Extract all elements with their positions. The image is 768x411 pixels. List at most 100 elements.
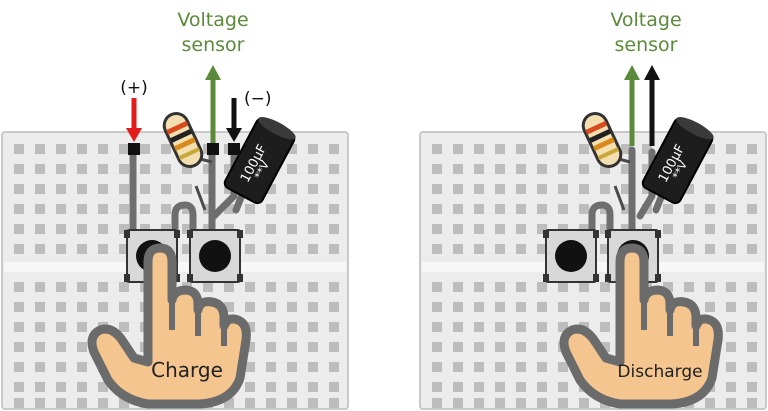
breadboard-hole [203,282,213,292]
breadboard-hole [98,144,108,154]
breadboard-hole [495,164,505,174]
breadboard-hole [453,224,463,234]
breadboard-hole [747,204,757,214]
breadboard-hole [77,362,87,372]
breadboard-hole [516,144,526,154]
plus-arrow [126,98,142,155]
breadboard-hole [600,184,610,194]
breadboard-hole [77,244,87,254]
breadboard-hole [453,398,463,408]
breadboard-hole [600,342,610,352]
breadboard-hole [432,282,442,292]
breadboard-hole [35,184,45,194]
breadboard-hole [663,282,673,292]
breadboard-hole [747,398,757,408]
breadboard-hole [98,164,108,174]
breadboard-hole [308,184,318,194]
breadboard-hole [474,144,484,154]
green-sensor-arrow [624,65,640,146]
breadboard-hole [98,302,108,312]
breadboard-hole [726,302,736,312]
breadboard-hole [495,362,505,372]
breadboard-hole [287,144,297,154]
breadboard-hole [621,184,631,194]
breadboard-hole [308,398,318,408]
breadboard-hole [266,302,276,312]
breadboard-hole [747,244,757,254]
breadboard-hole [56,224,66,234]
breadboard-hole [224,164,234,174]
breadboard-hole [516,184,526,194]
breadboard-hole [558,302,568,312]
breadboard-hole [600,282,610,292]
breadboard-hole [35,398,45,408]
breadboard-hole [98,224,108,234]
breadboard-hole [432,204,442,214]
breadboard-hole [245,302,255,312]
breadboard-hole [453,322,463,332]
breadboard-hole [14,382,24,392]
breadboard-hole [56,302,66,312]
breadboard-hole [579,164,589,174]
breadboard-hole [203,164,213,174]
breadboard-hole [600,322,610,332]
breadboard-hole [453,184,463,194]
breadboard-hole [747,382,757,392]
breadboard-hole [474,204,484,214]
breadboard-hole [77,342,87,352]
breadboard-hole [516,322,526,332]
breadboard-hole [726,398,736,408]
breadboard-hole [182,184,192,194]
breadboard-hole [579,144,589,154]
sensor-label-line2: sensor [615,34,678,56]
breadboard-hole [266,322,276,332]
breadboard-hole [98,204,108,214]
breadboard-hole [684,282,694,292]
breadboard-hole [308,144,318,154]
breadboard-hole [308,282,318,292]
breadboard-hole [77,144,87,154]
breadboard-hole [453,144,463,154]
breadboard-hole [600,302,610,312]
breadboard-hole [308,164,318,174]
resistor-right [581,111,631,211]
breadboard-hole [77,302,87,312]
breadboard-hole [329,184,339,194]
breadboard-hole [705,164,715,174]
breadboard-hole [726,204,736,214]
breadboard-hole [495,184,505,194]
breadboard-hole [266,342,276,352]
breadboard-hole [579,398,589,408]
breadboard-hole [726,144,736,154]
breadboard-hole [432,164,442,174]
breadboard-hole [56,322,66,332]
breadboard-hole [747,184,757,194]
breadboard-hole [14,362,24,372]
breadboard-hole [329,362,339,372]
breadboard-hole [98,244,108,254]
charge-panel: 100µF **V Charge [1,9,349,410]
breadboard-hole [432,382,442,392]
breadboard-hole [474,398,484,408]
breadboard-hole [705,398,715,408]
breadboard-hole [558,204,568,214]
breadboard-hole [432,302,442,312]
breadboard-hole [474,184,484,194]
breadboard-hole [726,224,736,234]
breadboard-hole [329,204,339,214]
hand-icon: Discharge [559,243,723,409]
breadboard-hole [474,282,484,292]
breadboard-hole [287,302,297,312]
breadboard-hole [495,398,505,408]
breadboard-hole [77,398,87,408]
breadboard-hole [726,282,736,292]
breadboard-hole [726,342,736,352]
breadboard-hole [287,244,297,254]
breadboard-hole [266,362,276,372]
breadboard-hole [453,302,463,312]
breadboard-hole [726,184,736,194]
breadboard-hole [308,224,318,234]
breadboard-hole [77,282,87,292]
breadboard-hole [14,322,24,332]
breadboard-hole [516,382,526,392]
